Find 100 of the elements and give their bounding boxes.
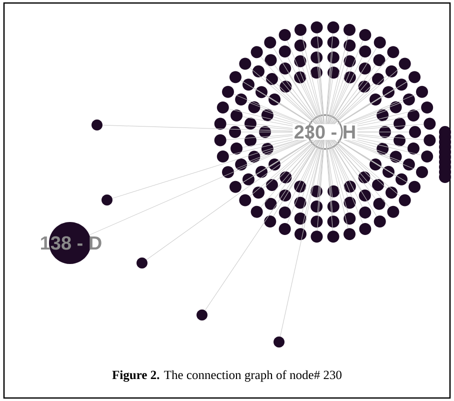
graph-node (344, 24, 356, 36)
graph-node (214, 134, 226, 146)
edge-line (328, 40, 364, 124)
edge-line (287, 56, 322, 124)
edge-line (288, 74, 320, 124)
graph-node (327, 200, 340, 213)
edge-line (352, 116, 377, 124)
edge-line (273, 140, 298, 148)
edge-line (357, 108, 422, 124)
graph-node (359, 223, 372, 235)
edge-line (226, 134, 293, 140)
edge-line (337, 140, 384, 169)
graph-node (408, 180, 421, 193)
edge-line (325, 140, 333, 231)
edge-line (286, 40, 322, 124)
graph-node (344, 39, 356, 52)
graph-node (424, 134, 436, 146)
edge-line (332, 91, 360, 124)
edge-line (250, 140, 316, 196)
graph-node (250, 206, 263, 218)
graph-node (402, 158, 415, 171)
edge-line (280, 140, 324, 337)
edge-line (226, 124, 293, 130)
graph-node (229, 180, 242, 193)
edge-line (273, 140, 320, 216)
edge-line (280, 140, 313, 162)
graph-node (256, 86, 268, 98)
graph-node (244, 134, 256, 146)
edge-line (357, 124, 424, 130)
graph-node (294, 212, 306, 225)
graph-node (239, 194, 252, 206)
graph-node (294, 71, 306, 84)
graph-node (409, 126, 421, 138)
graph-node (416, 86, 428, 98)
graph-node (310, 66, 322, 79)
graph-node (248, 101, 260, 114)
edge-line (112, 140, 300, 199)
edge-line (246, 140, 305, 163)
edge-line (233, 140, 306, 170)
graph-node (310, 51, 323, 64)
edge-line (228, 108, 293, 124)
edge-line (287, 140, 322, 208)
edge-line (330, 74, 362, 124)
graph-node (102, 194, 112, 206)
edge-line (256, 124, 293, 129)
graph-node (248, 150, 260, 163)
edge-line (288, 140, 320, 190)
edge-line (328, 140, 348, 198)
edge-line (256, 135, 293, 140)
graph-node (310, 216, 323, 228)
graph-node (264, 216, 276, 228)
edge-line (286, 140, 322, 224)
graph-node (359, 28, 372, 41)
graph-node (407, 109, 420, 122)
graph-node (370, 158, 382, 170)
graph-node (374, 216, 386, 228)
graph-node (229, 71, 242, 84)
graph-node (398, 58, 411, 70)
graph-node (344, 71, 356, 84)
edge-line (332, 56, 390, 124)
edge-line (332, 83, 374, 124)
edge-line (330, 140, 362, 190)
edge-line (328, 56, 363, 124)
graph-node (424, 118, 436, 130)
graph-node (242, 78, 254, 91)
graph-node (398, 194, 411, 206)
caption: Figure 2. The connection graph of node# 230 (112, 370, 342, 382)
edge-line (302, 36, 324, 124)
edge-line (357, 124, 394, 129)
graph-node (396, 78, 408, 91)
edge-line (326, 78, 333, 124)
edge-line (290, 140, 318, 173)
graph-node (358, 190, 371, 202)
graph-node (387, 46, 400, 58)
graph-node (278, 45, 291, 58)
graph-node (264, 198, 277, 210)
graph-node (279, 62, 292, 74)
edge-line (337, 140, 371, 162)
graph-node (92, 120, 102, 130)
edge-line (280, 102, 313, 124)
graph-node (252, 65, 264, 78)
graph-node (373, 198, 386, 210)
edge-line (344, 140, 417, 170)
graph-node (394, 118, 406, 130)
edge-line (332, 140, 390, 208)
graph-node (216, 150, 229, 162)
graph-node (196, 310, 208, 320)
edge-line (88, 140, 308, 236)
edge-line (274, 140, 320, 200)
graph-node (358, 80, 370, 93)
edge-line (250, 68, 316, 124)
graph-node (259, 126, 271, 138)
edge-line (102, 124, 293, 132)
graph-node (136, 258, 148, 268)
graph-node (294, 180, 306, 193)
edge-line (242, 116, 293, 126)
edge-line (317, 140, 324, 201)
graph-node (310, 36, 323, 48)
edge-line (338, 140, 396, 176)
graph-node (327, 51, 340, 64)
